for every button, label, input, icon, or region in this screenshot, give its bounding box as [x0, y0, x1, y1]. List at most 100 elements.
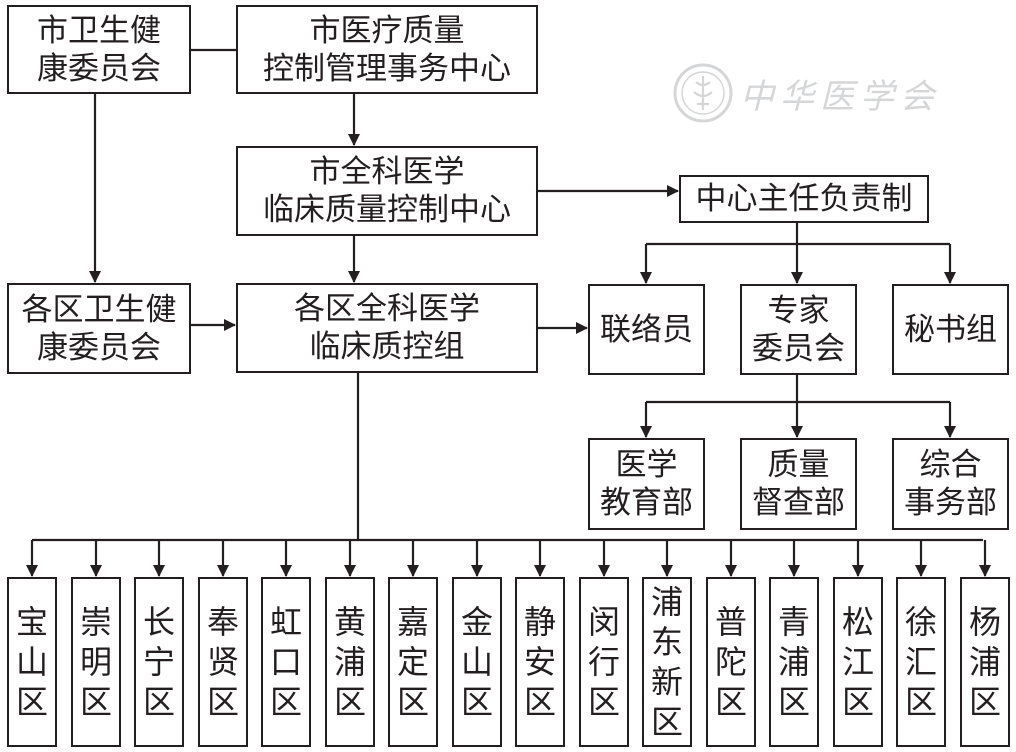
district-char: 崇 [79, 603, 112, 641]
district-char: 金 [460, 603, 493, 641]
district-box: 奉贤区 [198, 577, 248, 747]
node-line: 临床质量控制中心 [263, 192, 511, 228]
district-char: 口 [269, 643, 302, 681]
district-char: 浦 [968, 643, 1001, 681]
node-district-health-commission: 各区卫生健 康委员会 [7, 283, 191, 374]
district-char: 区 [15, 683, 48, 721]
district-char: 贤 [206, 643, 239, 681]
node-line: 督查部 [752, 485, 845, 521]
node-line: 控制管理事务中心 [263, 50, 511, 87]
district-box: 普陀区 [706, 577, 756, 747]
district-char: 区 [269, 683, 302, 721]
node-line: 各区全科医学 [294, 291, 480, 327]
district-char: 区 [777, 683, 810, 721]
node-line: 秘书组 [904, 311, 997, 348]
district-box: 浦东新区 [642, 577, 692, 747]
district-char: 闵 [587, 603, 620, 641]
district-char: 徐 [904, 603, 937, 641]
node-medical-education: 医学 教育部 [588, 438, 705, 530]
district-char: 区 [523, 683, 556, 721]
district-char: 区 [841, 683, 874, 721]
node-line: 教育部 [600, 485, 693, 521]
node-line: 事务部 [904, 485, 997, 521]
chinese-medical-association-seal-icon [673, 63, 733, 123]
node-city-health-commission: 市卫生健 康委员会 [7, 5, 191, 94]
node-general-affairs: 综合 事务部 [892, 438, 1009, 530]
district-box: 宝山区 [7, 577, 57, 747]
node-city-quality-center: 市医疗质量 控制管理事务中心 [236, 5, 538, 94]
node-line: 各区卫生健 [21, 291, 177, 328]
node-line: 委员会 [752, 330, 845, 367]
watermark: 中华医学会 [672, 58, 972, 128]
node-line: 康委员会 [37, 50, 161, 87]
district-box: 嘉定区 [388, 577, 438, 747]
district-box: 青浦区 [769, 577, 819, 747]
district-char: 区 [968, 683, 1001, 721]
district-char: 嘉 [396, 603, 429, 641]
node-line: 临床质控组 [309, 329, 465, 365]
district-char: 区 [587, 683, 620, 721]
node-line: 综合 [919, 447, 982, 483]
district-char: 区 [714, 683, 747, 721]
node-line: 质量 [767, 447, 830, 483]
district-char: 江 [841, 643, 874, 681]
district-char: 区 [206, 683, 239, 721]
node-line: 中心主任负责制 [695, 181, 913, 217]
node-line: 市全科医学 [309, 154, 465, 190]
district-char: 山 [15, 643, 48, 681]
district-char: 静 [523, 603, 556, 641]
district-box: 虹口区 [261, 577, 311, 747]
node-liaison: 联络员 [588, 284, 705, 375]
district-box: 黄浦区 [325, 577, 375, 747]
node-line: 联络员 [600, 311, 693, 348]
district-char: 虹 [269, 603, 302, 641]
watermark-text: 中华医学会 [740, 76, 940, 117]
node-line: 市卫生健 [37, 12, 161, 49]
district-char: 汇 [904, 643, 937, 681]
district-char: 区 [396, 683, 429, 721]
district-char: 浦 [650, 583, 683, 621]
district-box: 徐汇区 [896, 577, 946, 747]
district-char: 松 [841, 603, 874, 641]
district-char: 浦 [777, 643, 810, 681]
district-char: 普 [714, 603, 747, 641]
district-char: 区 [142, 683, 175, 721]
district-char: 定 [396, 643, 429, 681]
district-char: 区 [904, 683, 937, 721]
district-char: 奉 [206, 603, 239, 641]
district-char: 长 [142, 603, 175, 641]
district-box: 杨浦区 [960, 577, 1010, 747]
node-secretariat: 秘书组 [892, 284, 1009, 375]
node-quality-supervision: 质量 督查部 [740, 438, 857, 530]
node-line: 专家 [767, 292, 830, 329]
district-box: 松江区 [833, 577, 883, 747]
node-line: 康委员会 [37, 329, 161, 366]
node-expert-committee: 专家 委员会 [740, 284, 857, 375]
district-char: 区 [79, 683, 112, 721]
district-char: 明 [79, 643, 112, 681]
district-box: 静安区 [515, 577, 565, 747]
district-char: 行 [587, 643, 620, 681]
district-char: 黄 [333, 603, 366, 641]
district-char: 浦 [333, 643, 366, 681]
node-district-gp-group: 各区全科医学 临床质控组 [236, 283, 538, 373]
district-char: 东 [650, 623, 683, 661]
district-char: 新 [650, 663, 683, 701]
district-char: 宝 [15, 603, 48, 641]
district-char: 安 [523, 643, 556, 681]
district-box: 长宁区 [134, 577, 184, 747]
district-box: 闵行区 [579, 577, 629, 747]
district-char: 宁 [142, 643, 175, 681]
district-box: 崇明区 [71, 577, 121, 747]
district-char: 陀 [714, 643, 747, 681]
node-line: 医学 [615, 447, 678, 483]
district-char: 杨 [968, 603, 1001, 641]
district-char: 青 [777, 603, 810, 641]
district-char: 山 [460, 643, 493, 681]
node-line: 市医疗质量 [309, 12, 465, 49]
district-char: 区 [460, 683, 493, 721]
district-char: 区 [333, 683, 366, 721]
node-director-responsibility: 中心主任负责制 [679, 175, 929, 223]
district-box: 金山区 [452, 577, 502, 747]
